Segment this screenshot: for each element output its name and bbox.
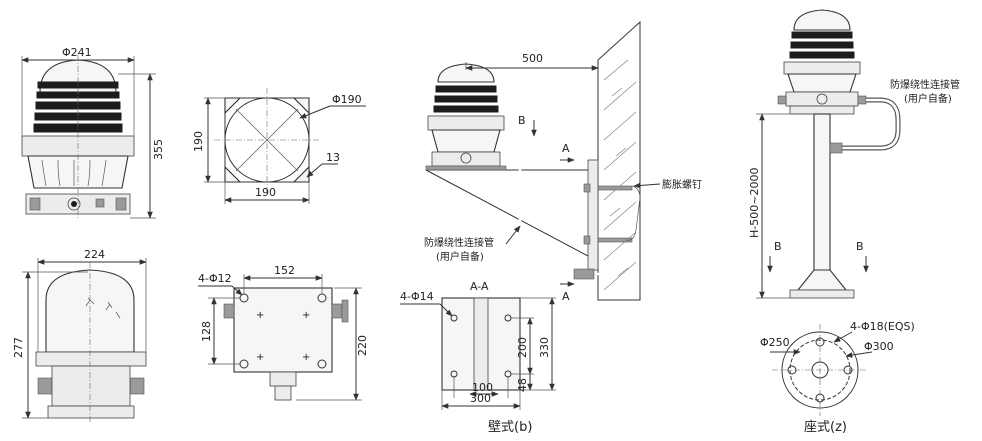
wall-mount-caption: 壁式(b) [488,420,532,435]
lamp-side-elevation: 224 277 [12,248,147,422]
base-diameter-250: Φ250 [760,336,790,349]
side-height-label: 277 [12,337,25,358]
plate-width-190: 190 [255,186,276,199]
hole-span-128: 128 [200,321,213,342]
junction-box-view: + + + + 152 4-Φ12 128 220 [198,264,369,401]
section-b-mark: B [518,114,526,127]
arm-length-500: 500 [522,52,543,65]
base-holes-label: 4-Φ18(EQS) [850,320,915,333]
conduit-note-base: 防爆绕性连接管 [890,78,960,91]
section-aa-plate: A-A 4-Φ14 200 48 330 100 300 壁式(b) [400,280,556,435]
plate-edge-48: 48 [516,378,529,392]
box-height-220: 220 [356,335,369,356]
plate-span-100: 100 [472,381,493,394]
lamp-front-elevation: Φ241 355 [21,46,165,220]
plate-holes-label: 4-Φ14 [400,290,434,303]
base-diameter-300: Φ300 [864,340,894,353]
hole-span-152: 152 [274,264,295,277]
svg-text:+: + [302,310,310,321]
conduit-sub-base: (用户自备) [904,92,952,105]
section-b-mark-right: B [856,240,864,253]
conduit-sub-wall: (用户自备) [436,250,484,263]
base-mount-caption: 座式(z) [804,420,847,435]
expansion-bolt-label: 膨胀螺钉 [662,178,702,191]
section-a-mark-bottom: A [562,290,570,303]
section-a-mark-top: A [562,142,570,155]
plate-span-200: 200 [516,337,529,358]
conduit-note-wall: 防爆绕性连接管 [424,236,494,249]
circle-diameter-label: Φ190 [332,93,362,106]
mounting-plate-top-view: 190 190 Φ190 13 [192,88,366,204]
plate-height-330: 330 [538,337,551,358]
overall-height-label: 355 [152,139,165,160]
pole-height-label: H-500~2000 [748,168,761,238]
section-b-mark-left: B [774,240,782,253]
plate-width-300: 300 [470,392,491,405]
plate-height-190: 190 [192,131,205,152]
wall-mount-view: 500 B A A 膨胀螺钉 防爆绕性连接管 (用户自备) [424,20,702,303]
svg-text:+: + [256,352,264,363]
section-aa-title: A-A [470,280,489,293]
mount-holes-label: 4-Φ12 [198,272,232,285]
side-width-label: 224 [84,248,105,261]
base-flange-view: Φ250 Φ300 4-Φ18(EQS) 座式(z) [760,320,915,435]
base-mount-view: H-500~2000 B B 防爆绕性连接管 (用户自备) [748,9,960,299]
svg-text:+: + [302,352,310,363]
svg-text:+: + [256,310,264,321]
top-diameter-label: Φ241 [62,46,92,59]
slot-width-label: 13 [326,151,340,164]
